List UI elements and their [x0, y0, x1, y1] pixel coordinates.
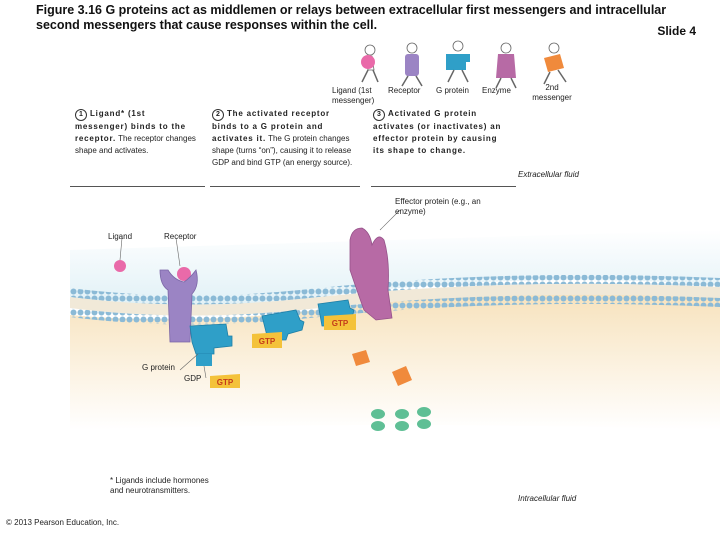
- legend-second-messenger-label: 2nd messenger: [532, 83, 572, 102]
- step-3-bold: Activated G protein activates (or inacti…: [373, 109, 502, 155]
- step-3-number: 3: [373, 109, 385, 121]
- g-protein-figure-icon: [446, 40, 470, 83]
- second-messenger-2: [392, 366, 412, 386]
- gtp-text-2: GTP: [332, 319, 349, 328]
- step-3-rule: [371, 186, 516, 187]
- legend-ligand-label: Ligand (1st messenger): [332, 86, 375, 105]
- bound-ligand: [177, 267, 191, 281]
- gtp-badge-1: [252, 332, 282, 348]
- green-molecules: [371, 407, 431, 431]
- effector-leader: [379, 209, 401, 231]
- legend-g-protein-label: G protein: [436, 86, 469, 95]
- step-1-number: 1: [75, 109, 87, 121]
- slide-number: Slide 4: [657, 24, 696, 38]
- receptor-leader: [175, 237, 181, 267]
- gdp-label: GDP: [184, 374, 202, 383]
- ligand-label: Ligand: [108, 232, 133, 241]
- step-2-number: 2: [212, 109, 224, 121]
- intracellular-fluid-label: Intracellular fluid: [518, 494, 577, 503]
- ligand-figure-icon: [361, 44, 379, 83]
- second-messenger-1: [352, 350, 370, 366]
- g-protein-leader: [179, 353, 199, 371]
- effector-protein: [349, 227, 393, 321]
- step-2-rule: [210, 186, 360, 187]
- legend-enzyme-label: Enzyme: [482, 86, 511, 95]
- copyright: © 2013 Pearson Education, Inc.: [6, 518, 120, 527]
- receptor: [159, 269, 198, 343]
- figure-title: Figure 3.16 G proteins act as middlemen …: [36, 3, 667, 32]
- extracellular-fluid-label: Extracellular fluid: [518, 170, 579, 179]
- step-2-text: The G protein changes shape (turns “on”)…: [212, 134, 353, 167]
- signaling-illustration: GTP GTP GTP: [70, 209, 720, 431]
- receptor-figure-icon: [401, 42, 423, 87]
- cytoplasm-region: [70, 292, 720, 430]
- gdp-fragment: [196, 354, 212, 366]
- gtp-badge-3: [210, 374, 240, 388]
- receptor-label: Receptor: [164, 232, 197, 241]
- free-ligand: [114, 260, 126, 272]
- gdp-leader: [203, 365, 207, 379]
- g-protein-label: G protein: [142, 363, 175, 372]
- step-1-rule: [70, 186, 205, 187]
- step-1-text: The receptor changes shape and activates…: [75, 134, 196, 155]
- step-1-bold: Ligand* (1st messenger) binds to the rec…: [75, 109, 186, 143]
- plasma-membrane: [70, 274, 720, 325]
- gtp-text-1: GTP: [259, 337, 276, 346]
- step-2-bold: The activated receptor binds to a G prot…: [212, 109, 330, 143]
- extracellular-region: [70, 230, 720, 309]
- enzyme-figure-icon: [495, 42, 517, 89]
- legend-figures: [361, 40, 567, 89]
- effector-protein-label: Effector protein (e.g., an enzyme): [395, 197, 481, 216]
- footnote: * Ligands include hormones and neurotran…: [110, 476, 209, 495]
- gtp-text-3: GTP: [217, 378, 234, 387]
- ligand-leader: [119, 237, 123, 261]
- legend-receptor-label: Receptor: [388, 86, 421, 95]
- second-messenger-figure-icon: [543, 42, 567, 85]
- g-protein-bound: [189, 323, 233, 355]
- gtp-badge-2: [324, 314, 356, 330]
